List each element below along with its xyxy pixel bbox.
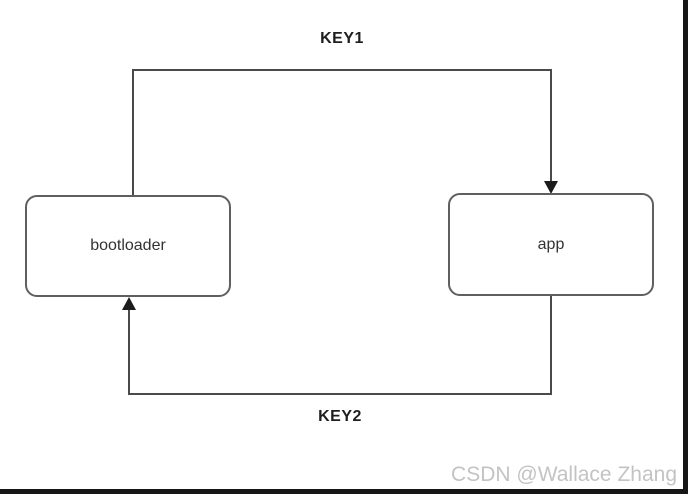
- edge-label-key1: KEY1: [320, 30, 364, 47]
- edge-key2-segment-left: [128, 310, 130, 395]
- node-app-label: app: [537, 235, 565, 253]
- edge-key1-segment-top: [132, 69, 552, 71]
- node-bootloader-label: bootloader: [90, 237, 166, 254]
- edge-key2-segment-right: [550, 296, 552, 395]
- watermark: CSDN @Wallace Zhang: [451, 463, 677, 486]
- frame-edge-bottom: [0, 489, 688, 494]
- edge-key1-segment-left: [132, 69, 134, 195]
- edge-key1-segment-right: [550, 69, 552, 182]
- node-bootloader: bootloader: [25, 195, 231, 297]
- edge-key2-segment-bottom: [128, 393, 552, 395]
- arrowhead-up-icon: [122, 297, 136, 310]
- arrowhead-down-icon: [544, 181, 558, 194]
- edge-label-key2: KEY2: [318, 408, 362, 425]
- node-app: app: [448, 193, 654, 296]
- frame-edge-right: [683, 0, 688, 494]
